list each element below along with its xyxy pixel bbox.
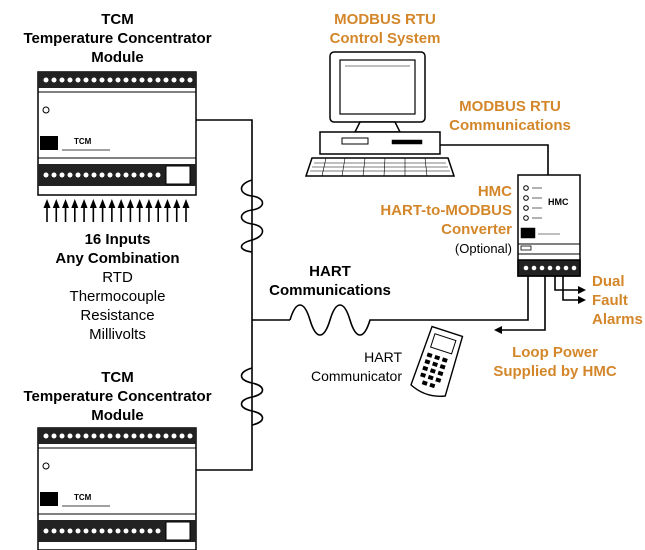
- loop-power-label: Loop Power Supplied by HMC: [470, 343, 640, 381]
- hart-communicator-label: HART Communicator: [290, 348, 402, 386]
- input-type-thermocouple: Thermocouple: [69, 288, 166, 305]
- hmc-device-label: HMC: [548, 197, 569, 207]
- alarms-line3: Alarms: [592, 311, 643, 328]
- loop-power-line1: Loop Power: [512, 344, 598, 361]
- input-arrow: [136, 199, 144, 222]
- alarm-wire-2: [562, 276, 586, 304]
- computer-icon: [304, 51, 456, 177]
- input-arrow: [52, 199, 60, 222]
- hmc-converter-device: HMC: [517, 174, 581, 277]
- input-type-millivolts: Millivolts: [89, 326, 146, 343]
- hart-comms-line2: Communications: [269, 282, 391, 299]
- alarms-line2: Fault: [592, 292, 628, 309]
- hart-communicator-line2: Communicator: [310, 368, 402, 384]
- input-arrow: [108, 199, 116, 222]
- loop-power-line2: Supplied by HMC: [493, 363, 617, 380]
- inputs-heading-line2: Any Combination: [55, 250, 180, 267]
- tcm-top-device-label: TCM: [74, 137, 92, 146]
- tcm-top-subtitle-line2: Module: [91, 49, 144, 66]
- input-type-rtd: RTD: [102, 269, 133, 286]
- modbus-communications-label: MODBUS RTU Communications: [430, 97, 590, 135]
- input-arrow: [163, 199, 171, 222]
- alarm-wire-1: [554, 276, 586, 294]
- hmc-line1: HMC: [477, 183, 512, 200]
- hart-communicator-line1: HART: [364, 349, 402, 365]
- hmc-line3: Converter: [441, 221, 512, 238]
- input-arrow: [43, 199, 51, 222]
- input-arrow: [182, 199, 190, 222]
- input-arrow: [62, 199, 70, 222]
- input-arrow: [173, 199, 181, 222]
- input-arrow: [126, 199, 134, 222]
- modbus-system-line2: Control System: [329, 30, 441, 47]
- inputs-heading-line1: 16 Inputs: [84, 231, 151, 248]
- input-arrow: [145, 199, 153, 222]
- tcm-bottom-title-line: TCM: [101, 369, 134, 386]
- modbus-link: [440, 144, 549, 175]
- input-arrows: [43, 199, 190, 222]
- hart-communicator-icon: [410, 325, 464, 397]
- tcm-module-top: TCM: [37, 71, 197, 196]
- modbus-comms-line2: Communications: [449, 117, 571, 134]
- input-arrow: [71, 199, 79, 222]
- input-arrow: [99, 199, 107, 222]
- alarms-line1: Dual: [592, 273, 625, 290]
- input-arrow: [154, 199, 162, 222]
- tcm-module-bottom: TCM: [37, 427, 197, 550]
- input-arrow: [117, 199, 125, 222]
- hart-comms-line1: HART: [309, 263, 351, 280]
- tcm-top-title-line: TCM: [101, 11, 134, 28]
- loop-power-wire: [494, 276, 546, 334]
- tcm-top-title: TCM Temperature Concentrator Module: [0, 10, 235, 67]
- loop-wire: [196, 119, 253, 471]
- input-arrow: [89, 199, 97, 222]
- hmc-line2: HART-to-MODBUS: [380, 202, 512, 219]
- hart-signal-wave: [289, 304, 378, 336]
- tcm-bottom-subtitle-line2: Module: [91, 407, 144, 424]
- input-type-resistance: Resistance: [80, 307, 155, 324]
- modbus-control-system-label: MODBUS RTU Control System: [300, 10, 470, 48]
- tcm-bottom-subtitle-line1: Temperature Concentrator: [23, 388, 212, 405]
- inputs-description: 16 Inputs Any Combination RTD Thermocoup…: [0, 230, 235, 344]
- hmc-optional: (Optional): [454, 241, 512, 256]
- tcm-bottom-title: TCM Temperature Concentrator Module: [0, 368, 235, 425]
- coil-upper: [240, 179, 264, 253]
- coil-lower: [240, 367, 264, 426]
- hart-communications-label: HART Communications: [255, 262, 405, 300]
- input-arrow: [80, 199, 88, 222]
- modbus-comms-line1: MODBUS RTU: [459, 98, 561, 115]
- tcm-top-subtitle-line1: Temperature Concentrator: [23, 30, 212, 47]
- modbus-system-line1: MODBUS RTU: [334, 11, 436, 28]
- tcm-bottom-device-label: TCM: [74, 493, 92, 502]
- hmc-label: HMC HART-to-MODBUS Converter (Optional): [380, 182, 512, 258]
- dual-fault-alarms-label: Dual Fault Alarms: [592, 272, 644, 329]
